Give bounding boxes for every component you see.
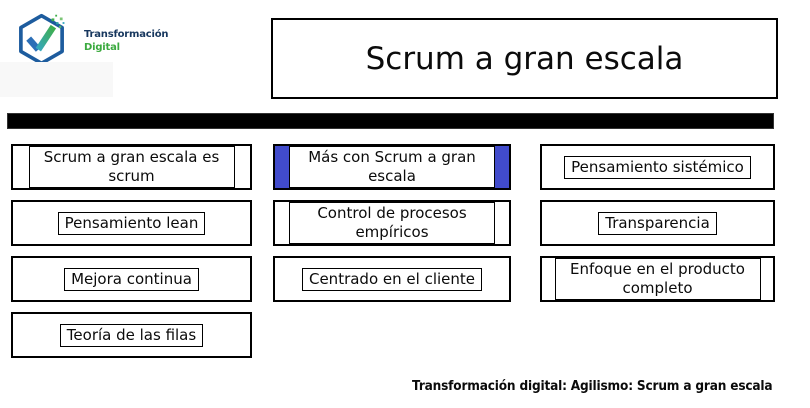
divider-bar — [7, 113, 774, 129]
slide-title: Scrum a gran escala — [365, 40, 684, 77]
concept-box-mejora-continua: Mejora continua — [11, 256, 252, 302]
concept-box-pensamiento-sistemico: Pensamiento sistémico — [540, 144, 775, 190]
concept-box-mas-con-scrum-a-gran-escala-highlighted: Más con Scrum a gran escala — [273, 144, 511, 190]
concept-label: Scrum a gran escala es scrum — [28, 146, 235, 188]
concept-box-transparencia: Transparencia — [540, 200, 775, 246]
concept-label: Control de procesos empíricos — [289, 202, 495, 244]
concept-box-control-de-procesos-empiricos: Control de procesos empíricos — [273, 200, 511, 246]
logo-wordmark: Transformación Digital — [84, 28, 169, 54]
slide-title-box: Scrum a gran escala — [271, 18, 778, 99]
pixel-particles — [51, 14, 65, 29]
footer-caption: Transformación digital: Agilismo: Scrum … — [411, 378, 773, 394]
concept-box-teoria-de-las-filas: Teoría de las filas — [11, 312, 252, 358]
concept-box-scrum-a-gran-escala-es-scrum: Scrum a gran escala es scrum — [11, 144, 252, 190]
slide-footer: Transformación digital: Agilismo: Scrum … — [0, 375, 773, 394]
hexagon-checkmark-icon — [19, 13, 65, 66]
concept-label: Mejora continua — [64, 267, 199, 291]
concept-label: Centrado en el cliente — [301, 267, 482, 291]
concept-box-pensamiento-lean: Pensamiento lean — [11, 200, 252, 246]
concept-label: Enfoque en el producto completo — [554, 258, 761, 300]
faded-placeholder — [0, 62, 113, 97]
concept-box-enfoque-en-el-producto-completo: Enfoque en el producto completo — [540, 256, 775, 302]
concept-label: Teoría de las filas — [59, 323, 204, 347]
logo-brand-sub: Digital — [84, 42, 120, 53]
concept-label: Transparencia — [598, 211, 717, 235]
concept-label: Más con Scrum a gran escala — [289, 146, 495, 188]
concept-label: Pensamiento lean — [57, 211, 206, 235]
concept-box-centrado-en-el-cliente: Centrado en el cliente — [273, 256, 511, 302]
logo-brand-name: Transformación — [84, 29, 169, 40]
brand-logo: Transformación Digital — [12, 8, 212, 68]
concept-label: Pensamiento sistémico — [564, 155, 751, 179]
